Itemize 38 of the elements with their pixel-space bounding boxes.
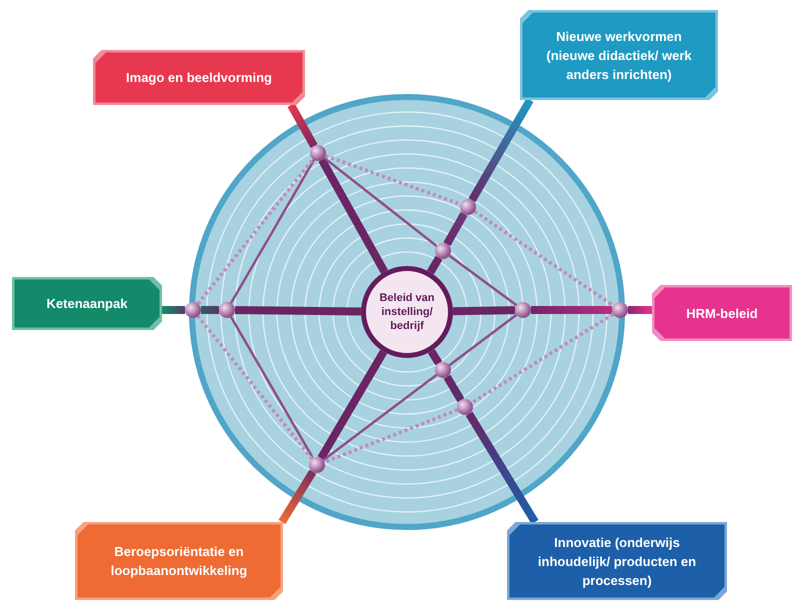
box-label: Beroepsoriëntatie en loopbaanontwikkeling: [110, 543, 248, 580]
box-label: Imago en beeldvorming: [126, 69, 272, 87]
connector-line: [196, 158, 314, 305]
connector-line: [448, 314, 518, 366]
connector-line: [230, 159, 316, 304]
spoke-line: [531, 306, 612, 314]
spoke-line: [628, 306, 652, 314]
connector-line: [474, 210, 614, 307]
spoke-line: [201, 306, 219, 314]
connector-line: [196, 315, 314, 460]
label-box: [507, 522, 727, 600]
connector-line: [230, 316, 314, 459]
label-box: [12, 277, 162, 330]
connector-line: [324, 154, 462, 206]
box-label: Nieuwe werkvormen (nieuwe didactiek/ werk anders inrichten): [545, 28, 693, 84]
box-label: Innovatie (onderwijs inhoudelijk/ producten en processen): [536, 534, 698, 590]
spoke-line: [444, 374, 464, 402]
spoke-line: [234, 306, 362, 316]
label-box: [93, 50, 305, 105]
spoke-line: [426, 256, 442, 274]
box-label: Ketenaanpak: [46, 295, 128, 313]
spoke-line: [428, 348, 442, 366]
box-label: HRM-beleid: [686, 304, 758, 322]
connector-line: [470, 312, 614, 404]
spoke-line: [288, 103, 318, 148]
spoke-line: [452, 306, 516, 316]
spoke-line: [443, 212, 468, 246]
label-box: [75, 522, 283, 600]
spoke-line: [318, 350, 388, 460]
label-box: [520, 10, 718, 100]
label-box: [652, 285, 792, 341]
center-label: Beleid van instelling/ bedrijf: [378, 291, 436, 333]
connector-line: [324, 408, 458, 464]
spoke-line: [278, 470, 316, 524]
spoke-line: [318, 158, 388, 274]
connector-line: [322, 374, 438, 462]
connector-line: [324, 156, 438, 248]
connector-line: [448, 254, 518, 306]
